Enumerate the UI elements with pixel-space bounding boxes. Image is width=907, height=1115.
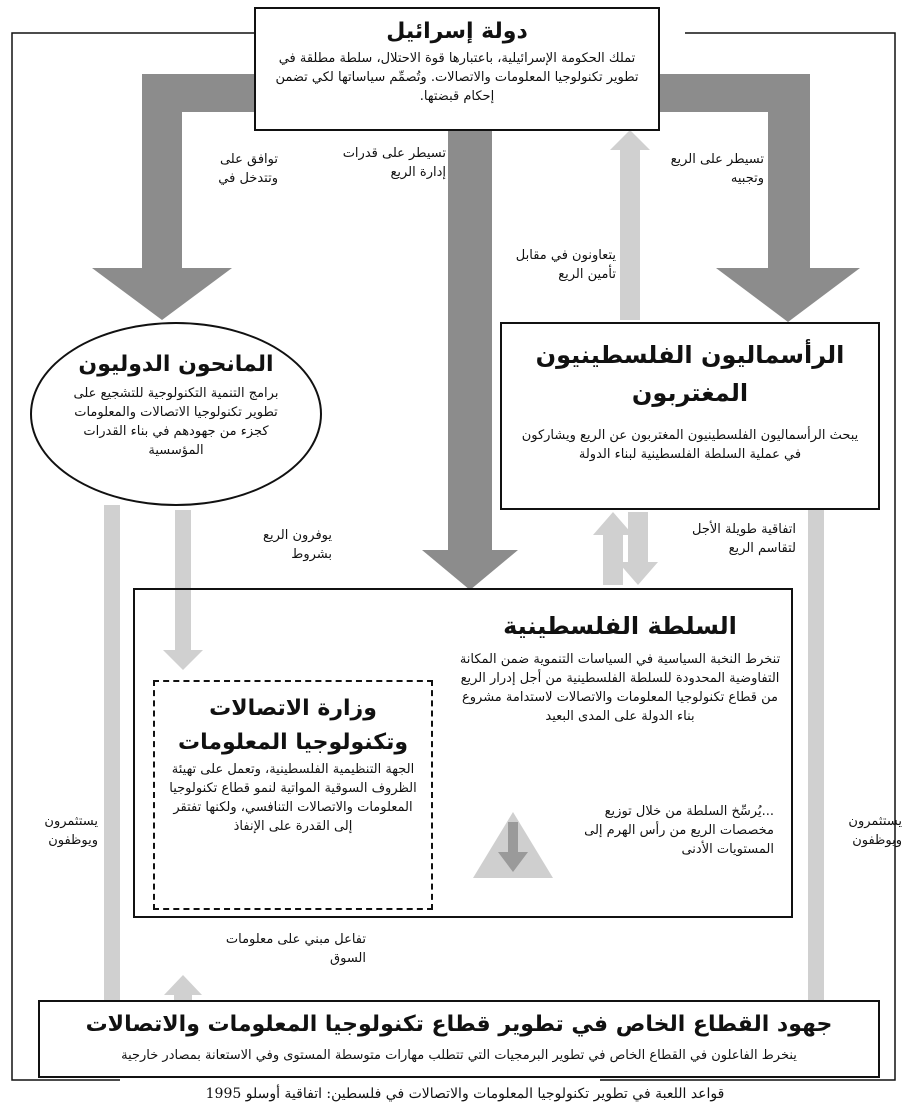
ministry-box: وزارة الاتصالات وتكنولوجيا المعلومات الج…: [153, 680, 433, 910]
donors-body: برامج التنمية التكنولوجية للتشجيع على تط…: [73, 386, 279, 458]
label-market-info: تفاعل مبني على معلومات السوق: [225, 932, 366, 966]
arrow-capitalists-to-israel: [610, 130, 650, 320]
private-title: جهود القطاع الخاص في تطوير قطاع تكنولوجي…: [85, 1012, 833, 1037]
arrow-israel-to-donors: [92, 74, 262, 320]
outer-frame: [11, 32, 896, 1081]
arrow-israel-to-authority: [422, 128, 518, 590]
israel-body: تملك الحكومة الإسرائيلية، باعتبارها قوة …: [275, 51, 639, 104]
arrow-capitalists-to-authority: [618, 512, 658, 585]
arrow-donors-to-private: [92, 505, 132, 1055]
label-agree-interfere: توافق على وتتدخل في: [218, 152, 278, 186]
diagram-caption: قواعد اللعبة في تطوير تكنولوجيا المعلوما…: [205, 1086, 725, 1102]
authority-title: السلطة الفلسطينية: [503, 612, 737, 640]
capitalists-body: يبحث الرأسماليون الفلسطينيون المغتربون ع…: [521, 428, 859, 462]
label-invest-left: يستثمرون ويوظفون: [44, 814, 98, 848]
label-cooperate: يتعاونون في مقابل تأمين الريع: [515, 248, 616, 282]
israel-box: دولة إسرائيل تملك الحكومة الإسرائيلية، ب…: [254, 7, 660, 131]
label-long-term: اتفاقية طويلة الأجل لتقاسم الريع: [692, 522, 796, 556]
private-box: جهود القطاع الخاص في تطوير قطاع تكنولوجي…: [38, 1000, 880, 1078]
authority-box: [133, 588, 793, 918]
authority-note: ...يُرسِّخ السلطة من خلال توزيع مخصصات ا…: [584, 804, 774, 857]
ministry-body: الجهة التنظيمية الفلسطينية، وتعمل على ته…: [169, 762, 417, 834]
donors-title: المانحون الدوليون: [78, 352, 274, 377]
private-body: ينخرط الفاعلون في القطاع الخاص في تطوير …: [121, 1048, 797, 1063]
authority-body: تنخرط النخبة السياسية في السياسات التنمو…: [459, 652, 781, 724]
israel-title: دولة إسرائيل: [386, 19, 528, 44]
arrow-authority-to-capitalists: [593, 512, 633, 585]
ministry-title: وزارة الاتصالات وتكنولوجيا المعلومات: [177, 696, 409, 755]
arrow-donors-to-ministry: [163, 510, 203, 670]
label-control-rent: تسيطر على الريع وتجبيه: [670, 152, 764, 186]
label-invest-right: يستثمرون ويوظفون: [848, 814, 902, 848]
arrow-israel-to-capitalists: [658, 74, 860, 322]
capitalists-title: الرأسماليون الفلسطينيون المغتربون: [535, 341, 845, 407]
arrow-capitalists-to-private: [796, 505, 836, 1055]
label-control-capacities: تسيطر على قدرات إدارة الريع: [342, 146, 446, 180]
label-provide-rent: يوفرون الريع بشروط: [263, 528, 332, 562]
pyramid-down-arrow-icon: [498, 822, 528, 872]
donors-ellipse: المانحون الدوليون برامج التنمية التكنولو…: [30, 322, 322, 506]
capitalists-box: الرأسماليون الفلسطينيون المغتربون يبحث ا…: [500, 322, 880, 510]
